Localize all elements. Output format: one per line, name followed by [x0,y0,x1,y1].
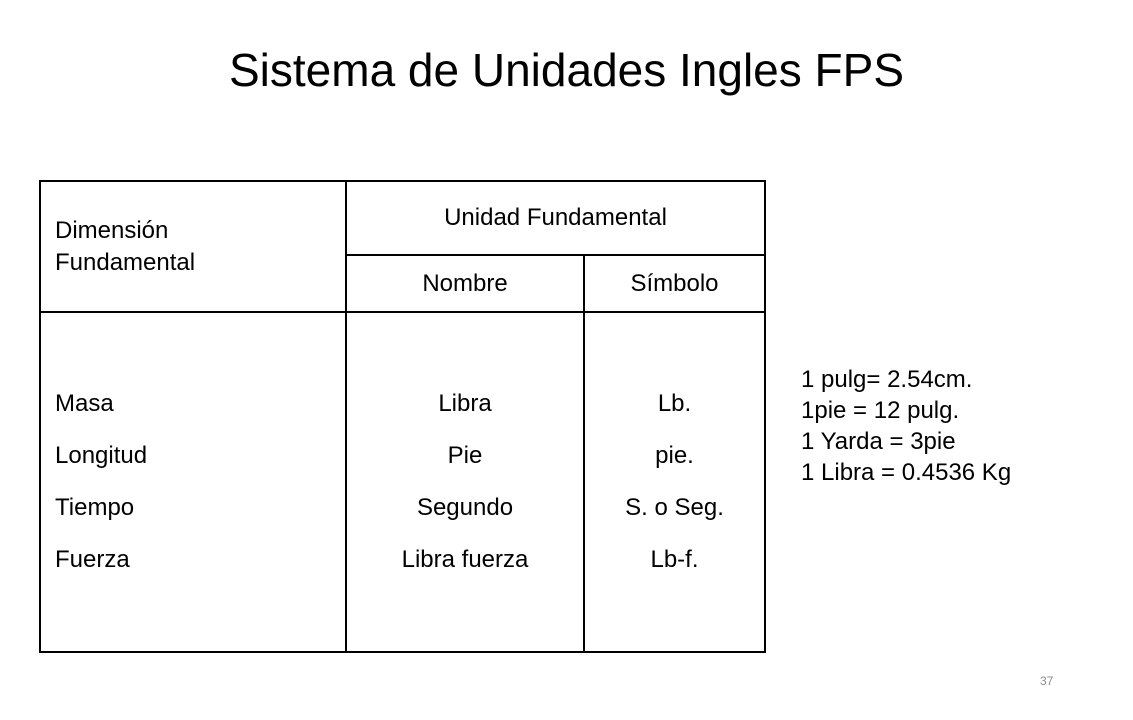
header-simbolo: Símbolo [583,254,766,313]
header-dimension-fundamental: Dimensión Fundamental [39,180,347,313]
simbolo-lb: Lb. [657,390,692,417]
dimension-fuerza: Fuerza [55,546,130,573]
dimension-masa: Masa [55,390,114,417]
dimension-tiempo: Tiempo [55,494,135,521]
simbolo-seg: S. o Seg. [625,494,724,521]
header-dimension-line-1: Dimensión [55,216,169,244]
simbolo-pie: pie. [655,442,694,469]
table-subheader-row: Nombre Símbolo [40,254,766,313]
simbolo-column: Lb. pie. S. o Seg. Lb-f. [583,311,766,653]
nombre-libra: Libra [438,390,492,417]
dimension-longitud: Longitud [55,442,148,469]
nombre-column: Libra Pie Segundo Libra fuerza [345,311,585,653]
header-dimension-line-2: Fundamental [55,248,196,276]
nombre-pie: Pie [447,442,483,469]
table-header-row: Dimensión Fundamental Unidad Fundamental [39,180,766,313]
header-nombre: Nombre [345,254,585,313]
conversion-pulg: 1 pulg= 2.54cm. [801,366,973,393]
simbolo-lbf: Lb-f. [650,546,699,573]
units-table: Dimensión Fundamental Unidad Fundamental… [39,180,766,653]
conversion-libra: 1 Libra = 0.4536 Kg [801,459,1012,486]
conversion-pie: 1pie = 12 pulg. [801,397,960,424]
conversion-yarda: 1 Yarda = 3pie [801,428,956,455]
conversion-notes: 1 pulg= 2.54cm. 1pie = 12 pulg. 1 Yarda … [801,364,1011,488]
table-body-row: Masa Longitud Tiempo Fuerza Libra Pie Se… [39,311,766,653]
page-number: 37 [1040,674,1054,688]
dimension-column: Masa Longitud Tiempo Fuerza [39,311,347,653]
slide-title: Sistema de Unidades Ingles FPS [228,44,905,96]
header-unidad-fundamental: Unidad Fundamental [345,180,766,256]
nombre-segundo: Segundo [416,494,514,521]
nombre-libra-fuerza: Libra fuerza [401,546,529,573]
